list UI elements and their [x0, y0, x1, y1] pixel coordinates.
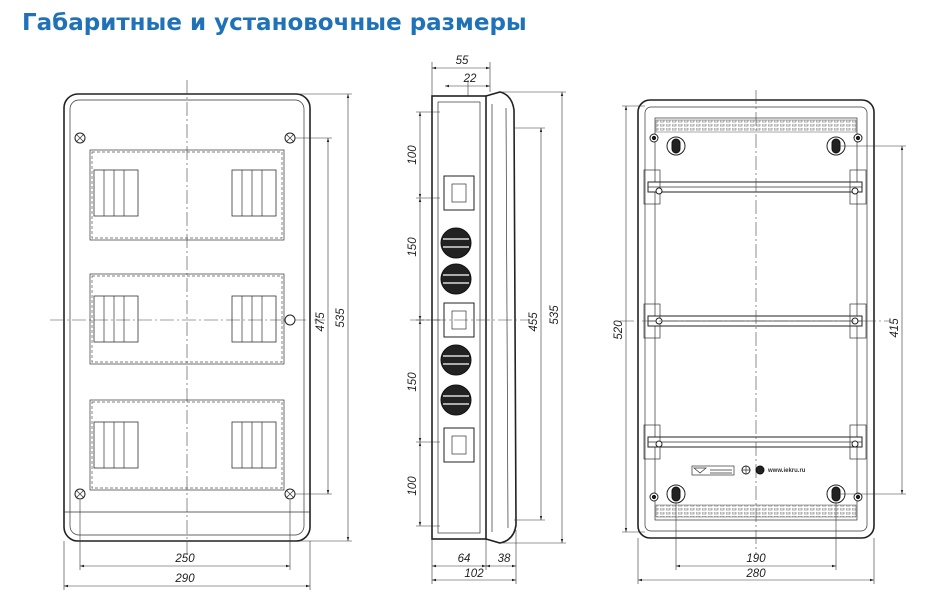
dim-side-top-part: 22: [463, 73, 477, 85]
dim-side-depth-base: 64: [458, 553, 471, 565]
dim-side-depth-cover: 38: [498, 553, 511, 565]
dim-front-height-outer: 535: [335, 308, 347, 328]
dim-side-height-inner: 455: [528, 312, 540, 332]
page-title: Габаритные и установочные размеры: [22, 10, 527, 36]
front-view: 250 290 475 535: [50, 80, 352, 590]
dim-back-height-outer: 520: [613, 320, 625, 340]
side-view: 55 22 100 150 150 100 455 535 64 38: [407, 55, 566, 584]
din-rail: [643, 169, 867, 460]
dim-back-height-mount: 415: [889, 318, 901, 338]
logo-text: www.iekru.ru: [767, 468, 806, 474]
dim-back-width-outer: 280: [745, 568, 766, 580]
module-row: [89, 399, 285, 491]
marking-strip: www.iekru.ru: [691, 465, 806, 476]
dim-side-seg-4: 100: [407, 476, 419, 496]
dim-side-seg-3: 150: [407, 372, 419, 392]
dim-front-width-outer: 290: [174, 573, 195, 585]
knockout-icon: [440, 227, 472, 416]
dim-front-width-mount: 250: [174, 553, 195, 565]
dim-back-width-mount: 190: [746, 553, 766, 565]
dim-side-seg-2: 150: [407, 237, 419, 257]
corner-hole-icon: [649, 133, 863, 502]
module-row: [89, 149, 285, 241]
back-view: www.iekru.ru 520 415 190 280: [613, 90, 906, 584]
din-rail-clip: [443, 175, 475, 463]
dim-side-top-total: 55: [456, 55, 469, 67]
keyhole-icon: [666, 136, 846, 504]
dim-side-height-outer: 535: [549, 305, 561, 325]
dim-side-depth-total: 102: [464, 568, 484, 580]
dim-front-height-mount: 475: [315, 312, 327, 332]
module-row: [89, 273, 285, 365]
screw-icon: [74, 132, 296, 500]
lock-icon: [284, 314, 296, 326]
dim-side-seg-1: 100: [407, 145, 419, 165]
